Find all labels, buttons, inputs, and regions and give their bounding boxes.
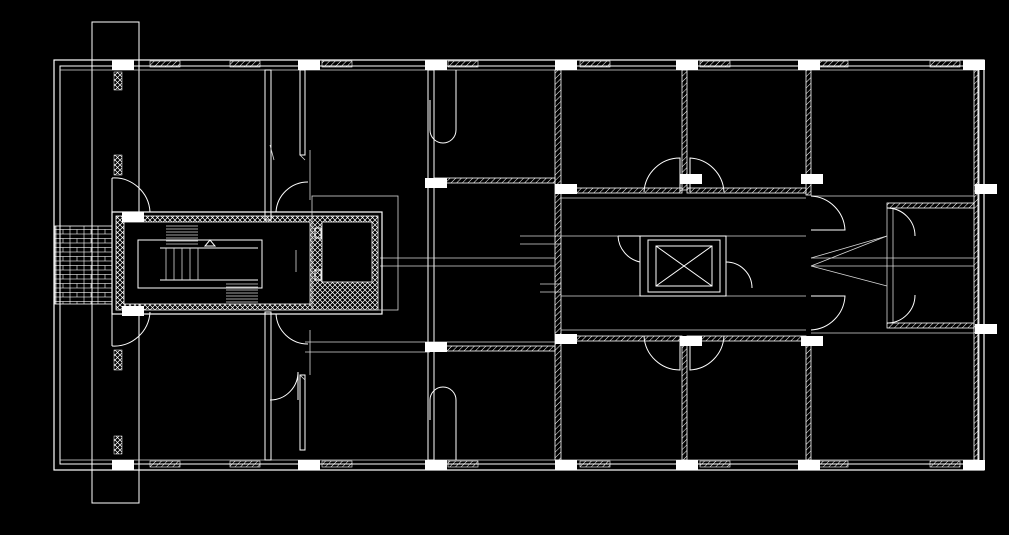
column bbox=[425, 342, 447, 352]
window-opening bbox=[149, 60, 961, 468]
column bbox=[963, 60, 985, 70]
window bbox=[579, 60, 611, 68]
column bbox=[425, 460, 447, 470]
window bbox=[321, 60, 353, 68]
window bbox=[699, 60, 731, 68]
window bbox=[149, 460, 181, 468]
lift-core bbox=[639, 235, 888, 297]
column bbox=[676, 460, 698, 470]
column bbox=[798, 60, 820, 70]
column bbox=[555, 334, 577, 344]
column bbox=[680, 336, 702, 346]
window bbox=[817, 460, 849, 468]
column bbox=[555, 460, 577, 470]
column bbox=[122, 306, 144, 316]
window bbox=[229, 460, 261, 468]
column bbox=[975, 184, 997, 194]
column bbox=[298, 60, 320, 70]
column bbox=[555, 60, 577, 70]
window bbox=[699, 460, 731, 468]
window bbox=[149, 60, 181, 68]
column bbox=[425, 178, 447, 188]
column bbox=[801, 336, 823, 346]
window bbox=[929, 60, 961, 68]
entrance-paving bbox=[54, 225, 113, 305]
window bbox=[229, 60, 261, 68]
column bbox=[298, 460, 320, 470]
column bbox=[975, 324, 997, 334]
column bbox=[680, 174, 702, 184]
column bbox=[425, 60, 447, 70]
window bbox=[579, 460, 611, 468]
column bbox=[963, 460, 985, 470]
column bbox=[112, 60, 134, 70]
wall-markers bbox=[113, 71, 306, 455]
window bbox=[447, 460, 479, 468]
column bbox=[555, 184, 577, 194]
window bbox=[929, 460, 961, 468]
door-swing bbox=[111, 157, 916, 401]
column bbox=[676, 60, 698, 70]
window bbox=[321, 460, 353, 468]
window bbox=[447, 60, 479, 68]
staircase bbox=[111, 195, 399, 315]
column bbox=[112, 460, 134, 470]
column bbox=[801, 174, 823, 184]
column bbox=[798, 460, 820, 470]
window bbox=[817, 60, 849, 68]
